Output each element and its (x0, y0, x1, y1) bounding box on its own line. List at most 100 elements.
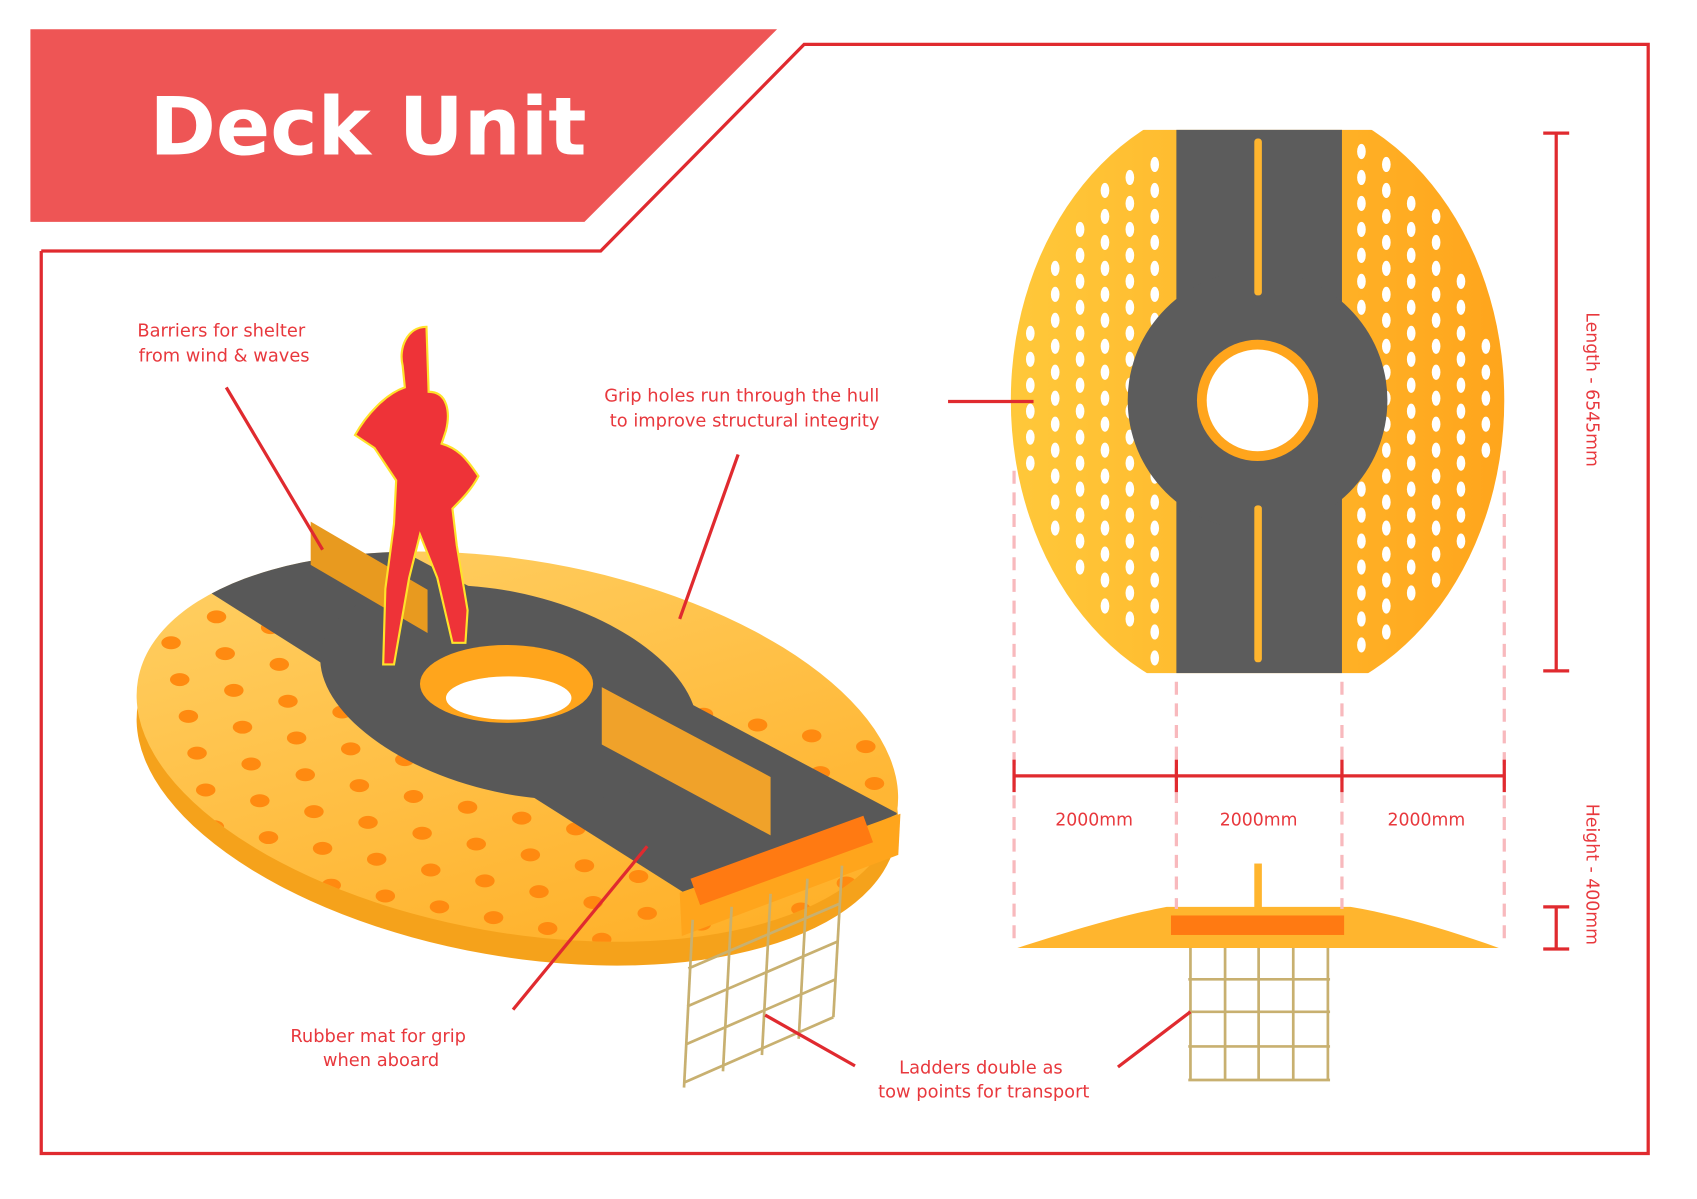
grip-hole (232, 720, 253, 734)
grip-hole (1075, 429, 1085, 445)
grip-hole (1100, 442, 1110, 458)
grip-hole (295, 768, 316, 782)
grip-hole (1050, 286, 1060, 302)
grip-hole (871, 1024, 890, 1037)
grip-hole (1150, 156, 1160, 173)
grip-hole (258, 831, 279, 845)
grip-hole (1075, 559, 1085, 575)
grip-hole (286, 731, 307, 745)
callout-barriers-line-2: from wind & waves (139, 345, 310, 366)
grip-hole (1406, 507, 1416, 523)
grip-hole (1050, 338, 1060, 354)
grip-hole (1150, 208, 1160, 225)
grip-hole (1100, 260, 1110, 276)
grip-hole (1075, 403, 1085, 419)
grip-hole (1406, 299, 1416, 315)
grip-hole (1125, 559, 1135, 575)
grip-hole (899, 924, 919, 938)
callout-rubber-mat-line-1: Rubber mat for grip (290, 1026, 466, 1047)
grip-hole (1357, 611, 1366, 627)
grip-hole (1150, 182, 1160, 199)
grip-hole (1431, 312, 1441, 328)
grip-hole (278, 694, 298, 708)
grip-hole (1381, 260, 1391, 276)
grip-hole (1456, 351, 1466, 367)
grip-hole (1357, 637, 1366, 653)
grip-hole (1075, 507, 1085, 523)
grip-hole (1431, 468, 1441, 484)
grip-hole (1381, 624, 1391, 640)
grip-hole (1456, 325, 1466, 341)
grip-hole (1125, 585, 1135, 601)
grip-hole (1357, 247, 1366, 263)
grip-hole (1050, 390, 1060, 406)
side-view (1017, 863, 1499, 1082)
grip-hole (1381, 572, 1391, 588)
grip-hole (1125, 247, 1135, 263)
grip-hole (221, 893, 242, 907)
grip-hole (1150, 546, 1160, 562)
person-figure (353, 325, 480, 666)
grip-hole (1050, 364, 1060, 380)
grip-hole (1357, 143, 1366, 160)
grip-hole (1406, 195, 1416, 212)
grip-hole (1075, 351, 1085, 367)
grip-hole (1050, 312, 1060, 328)
grip-hole (1125, 507, 1135, 523)
grip-hole (1075, 377, 1085, 393)
grip-hole (1125, 455, 1135, 471)
grip-hole (1150, 260, 1160, 276)
grip-hole (1150, 494, 1160, 510)
callout-barriers: Barriers for shelter from wind & waves (137, 321, 311, 367)
page-title: Deck Unit (149, 81, 586, 174)
grip-hole (1100, 364, 1110, 380)
grip-hole (1100, 520, 1110, 536)
grip-hole (1125, 611, 1135, 627)
grip-hole (1381, 520, 1391, 536)
grip-hole (1381, 234, 1391, 250)
ladder (1188, 947, 1331, 1082)
page-border (39, 42, 1650, 1156)
grip-hole (864, 776, 885, 790)
grip-hole (1357, 169, 1366, 186)
grip-hole (276, 904, 296, 918)
grip-hole (529, 885, 549, 899)
grip-hole (1406, 533, 1416, 549)
grip-hole (1075, 481, 1085, 497)
grip-hole (1456, 533, 1466, 549)
grip-hole (1125, 169, 1135, 186)
grip-hole (1075, 325, 1085, 341)
grip-hole (1431, 494, 1441, 510)
grip-hole (483, 911, 504, 925)
grip-hole (187, 746, 207, 760)
grip-hole (466, 837, 486, 851)
grip-hole (1381, 546, 1391, 562)
grip-hole (1456, 455, 1466, 471)
grip-hole (1406, 403, 1416, 419)
grip-hole (429, 900, 450, 914)
grip-hole (1150, 598, 1160, 614)
grip-hole (1125, 481, 1135, 497)
grip-hole (340, 742, 361, 756)
grip-hole (1100, 312, 1110, 328)
grip-hole (1050, 260, 1060, 276)
grip-hole (1100, 286, 1110, 302)
ladder (682, 865, 844, 1088)
grip-hole (1431, 572, 1441, 588)
grip-hole (312, 841, 333, 855)
grip-hole (856, 740, 876, 754)
grip-hole (1431, 390, 1441, 406)
grip-hole (1025, 429, 1035, 445)
grip-hole (1381, 286, 1391, 302)
grip-hole (224, 683, 244, 697)
grip-hole (1456, 507, 1466, 523)
callout-ladders: Ladders double as tow points for transpo… (878, 1057, 1089, 1102)
grip-hole (403, 789, 424, 803)
callout-rubber-mat-line-2: when aboard (323, 1050, 439, 1071)
grip-hole (215, 647, 235, 661)
grip-hole (1381, 442, 1391, 458)
title-banner (30, 29, 778, 222)
grip-hole (1406, 325, 1416, 341)
grip-hole (1406, 429, 1416, 445)
grip-hole (241, 757, 261, 771)
